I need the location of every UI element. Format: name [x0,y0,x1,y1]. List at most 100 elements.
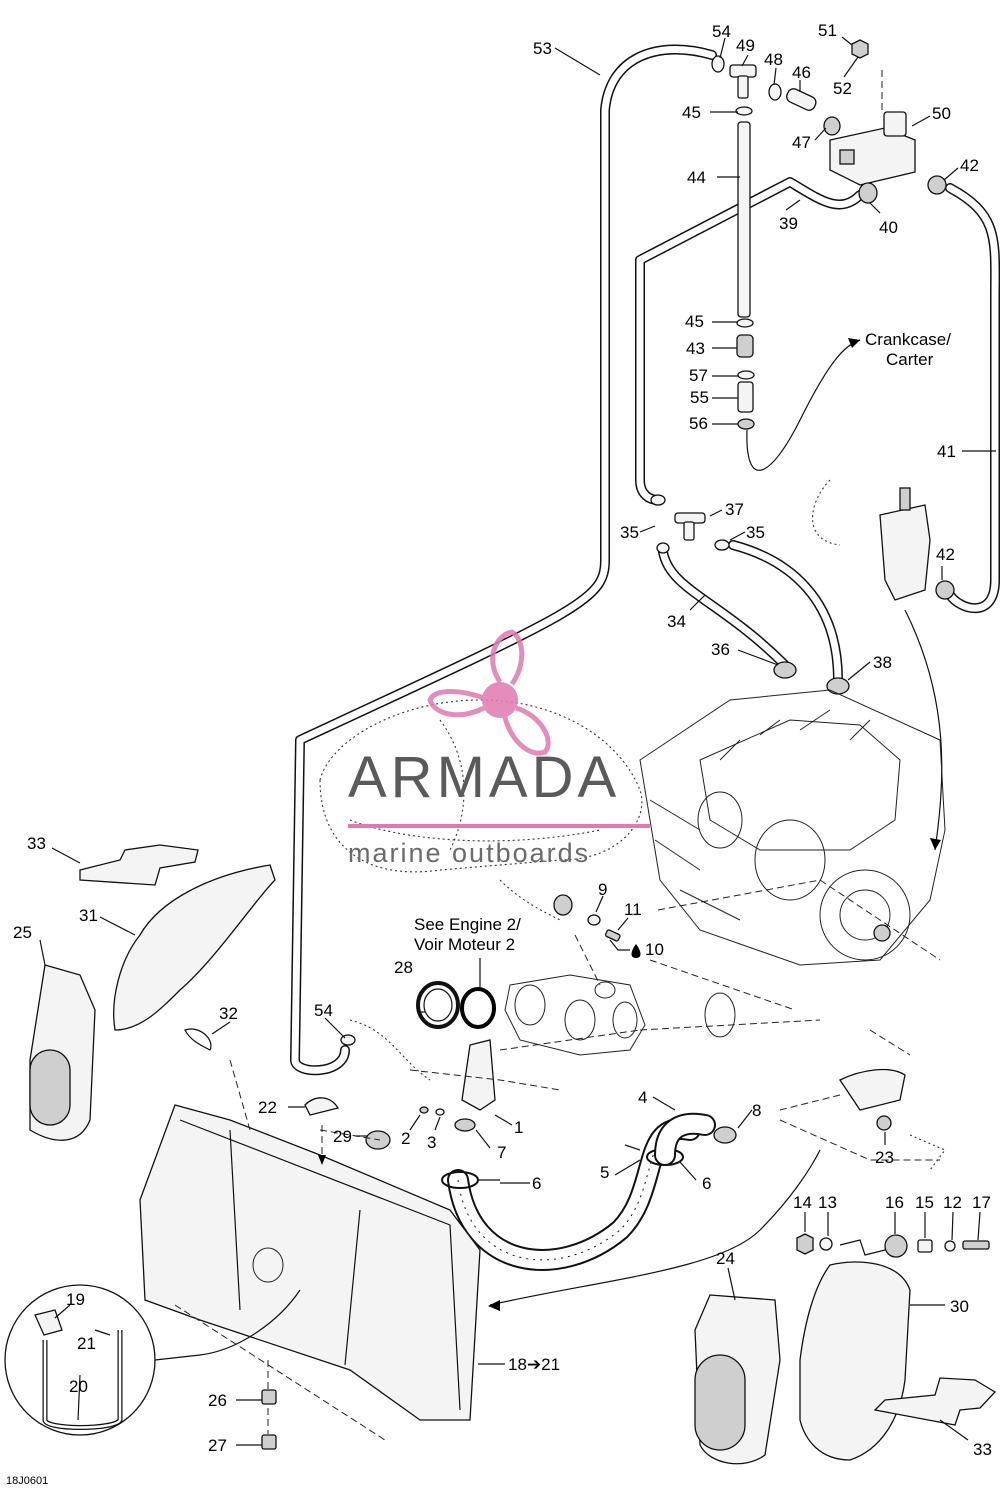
tee-37 [674,512,706,541]
clamp-56 [737,418,755,430]
boot-24 [694,1294,781,1465]
clamp-57 [737,370,755,380]
callout-2: 2 [401,1129,410,1148]
callout-42a: 42 [960,156,979,175]
callout-27: 27 [208,1436,227,1455]
callout-39: 39 [779,214,798,233]
hardware-row [796,1233,990,1258]
gasket-33-right [873,1377,997,1426]
callout-13: 13 [818,1193,837,1212]
check-valve-43 [736,334,754,358]
drop-icon [631,944,641,958]
callout-26: 26 [208,1391,227,1410]
clip-32 [184,1028,212,1051]
callout-56: 56 [689,414,708,433]
callout-57: 57 [689,366,708,385]
watermark: ARMADA marine outboards [348,629,650,868]
screw-27 [261,1434,277,1450]
callout-54a: 54 [712,22,731,41]
clamp-8 [713,1126,737,1144]
callout-34: 34 [667,612,686,631]
washer-3 [435,1108,445,1116]
callout-9: 9 [598,880,607,899]
callout-11: 11 [624,900,642,919]
callout-6b: 6 [702,1174,711,1193]
hose-46 [786,88,817,111]
callout-33b: 33 [973,1440,992,1459]
callout-28: 28 [394,958,413,977]
callout-14: 14 [793,1193,812,1212]
clamp-35-left [650,494,666,506]
callout-43: 43 [686,339,705,358]
callout-31: 31 [79,906,98,925]
note-crankcase-2: Carter [886,350,934,369]
callout-15: 15 [915,1193,934,1212]
callout-7: 7 [497,1143,506,1162]
clamp-36 [773,661,797,679]
watermark-tagline: marine outboards [348,838,590,868]
callout-32: 32 [219,1004,238,1023]
callout-5: 5 [600,1163,609,1182]
boot-25 [29,964,96,1141]
callout-52: 52 [833,79,852,98]
watermark-brand: ARMADA [348,745,620,810]
hose-53 [290,44,717,1076]
valve-50 [829,111,916,186]
callout-53: 53 [533,39,552,58]
callout-46: 46 [792,63,811,82]
callout-labels: 1 2 3 4 5 6 6 7 8 9 10 11 12 13 14 15 16… [13,21,992,1459]
screw-2 [419,1106,429,1114]
arrow-to-engine [904,609,943,851]
valve-assembly-right [812,479,955,601]
note-see-engine-2: Voir Moteur 2 [414,935,515,954]
hose-4-elbow [654,1112,716,1166]
clamp-40 [858,182,878,204]
callout-18-21: 18➔21 [508,1355,560,1374]
fitting-49-tee [729,64,757,99]
callout-21: 21 [77,1334,96,1353]
callout-49: 49 [736,36,755,55]
gasket-33-left [79,844,199,886]
callout-4: 4 [638,1088,647,1107]
arrow-head [848,338,860,348]
callout-20: 20 [69,1377,88,1396]
callout-23: 23 [875,1148,894,1167]
hull-outline-dotted [319,699,643,921]
callout-45b: 45 [685,312,704,331]
hose-39 [635,177,865,505]
clamp-7 [454,1118,476,1132]
callout-12: 12 [943,1193,962,1212]
callout-44: 44 [687,168,706,187]
o-ring-28 [416,981,460,1029]
clamp-54-top [711,55,725,73]
throttle-body [504,974,646,1056]
clamp-47 [823,116,841,136]
note-see-engine-1: See Engine 2/ [414,915,521,934]
clamp-45-mid [736,318,754,328]
hose-55 [737,381,754,413]
callout-10: 10 [645,940,664,959]
propeller-logo-icon [427,629,551,756]
callout-16: 16 [885,1193,904,1212]
nut-51 [851,39,869,59]
callout-6a: 6 [532,1174,541,1193]
callout-33a: 33 [27,834,46,853]
arrow-to-crankcase [746,339,861,471]
callout-30: 30 [950,1297,969,1316]
leader-lines [39,36,996,1446]
callout-29: 29 [333,1127,352,1146]
hose-41 [945,183,1000,614]
callout-35a: 35 [620,523,639,542]
callout-38: 38 [873,653,892,672]
engine-block [639,689,946,966]
o-ring-see-engine [460,987,496,1029]
clamp-38 [826,677,850,695]
callout-41: 41 [937,442,956,461]
air-box-18 [139,1104,481,1441]
callout-24: 24 [716,1249,735,1268]
callout-1: 1 [514,1118,523,1137]
callout-36: 36 [711,640,730,659]
clamp-42-top [927,175,947,195]
drawing-code: 18J0601 [6,1475,48,1487]
